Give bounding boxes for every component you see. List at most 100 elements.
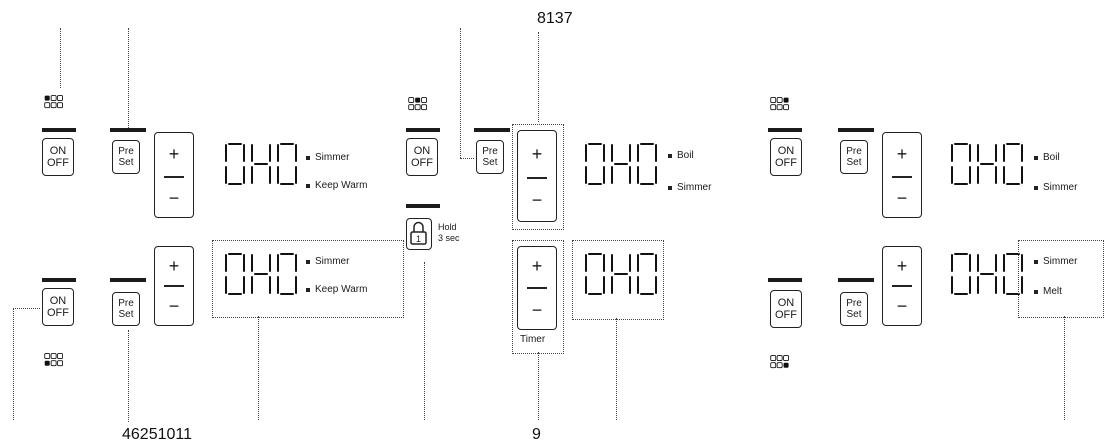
seven-segment-display-icon [585,143,657,185]
indicator-bar [42,278,76,282]
set-label: Set [118,157,134,168]
leader-line [13,308,14,420]
function-label: Boil [1034,152,1060,163]
leader-line [1064,316,1065,420]
bullet-icon [306,183,310,188]
plus-button[interactable]: + [896,144,908,164]
svg-text:1: 1 [416,234,421,244]
bullet-icon [668,153,672,158]
plus-button[interactable]: + [168,144,180,164]
indicator-bar [768,128,802,132]
plus-minus-control-left-top[interactable]: + − [154,132,194,218]
minus-button[interactable]: − [531,300,543,320]
plus-button[interactable]: + [531,256,543,276]
plus-button[interactable]: + [168,256,180,276]
off-label: OFF [775,157,797,169]
leader-line [60,28,61,88]
plus-minus-control-timer[interactable]: + − [517,246,557,330]
indicator-bar [838,128,874,132]
on-label: ON [777,145,795,157]
function-label: Melt [1034,286,1062,297]
plus-minus-control-right-top[interactable]: + − [882,132,922,218]
seconds-label: 3 sec [438,233,460,243]
off-label: OFF [775,309,797,321]
minus-button[interactable]: − [168,296,180,316]
divider [527,287,547,289]
leader-line [128,28,129,128]
bullet-icon [306,287,310,292]
zone-indicator-icon [770,97,789,111]
indicator-bar [474,128,510,132]
zone-indicator-icon [408,97,427,111]
set-label: Set [846,157,862,168]
function-label: Simmer [306,256,349,267]
highlight-frame [1018,240,1104,318]
part-code-bottom-center: 9 [532,426,541,443]
pre-label: Pre [846,146,862,157]
child-lock-button[interactable]: 1 [406,218,432,250]
function-label: Keep Warm [306,284,367,295]
function-label: Simmer [1034,182,1077,193]
off-label: OFF [411,157,433,169]
leader-line [460,158,474,159]
part-code-top: 8137 [537,10,573,27]
pre-label: Pre [482,146,498,157]
part-code-bottom-left: 46251011 [122,426,192,443]
zone-indicator-icon [44,95,63,109]
minus-button[interactable]: − [896,188,908,208]
leader-line [258,316,259,420]
divider [527,177,547,179]
indicator-bar [838,278,874,282]
set-label: Set [118,309,134,320]
seven-segment-display-icon [951,143,1023,185]
lock-icon: 1 [410,221,427,245]
function-label: Boil [668,150,694,161]
function-label: Simmer [668,182,711,193]
hold-3sec-label: Hold 3 sec [438,222,460,244]
function-label: Keep Warm [306,180,367,191]
plus-button[interactable]: + [531,144,543,164]
hold-label: Hold [438,222,457,232]
divider [164,285,184,287]
on-label: ON [49,295,67,307]
minus-button[interactable]: − [531,190,543,210]
indicator-bar [110,128,146,132]
plus-minus-control-center-top[interactable]: + − [517,130,557,222]
function-label: Simmer [306,152,349,163]
zone-indicator-icon [770,355,789,369]
bullet-icon [1034,155,1038,160]
bullet-icon [306,259,310,264]
leader-line [13,308,40,309]
minus-button[interactable]: − [896,296,908,316]
minus-button[interactable]: − [168,188,180,208]
leader-line [424,262,425,420]
on-label: ON [49,145,67,157]
indicator-bar [768,278,802,282]
seven-segment-display-icon [585,253,657,295]
divider [892,285,912,287]
divider [892,176,912,178]
plus-button[interactable]: + [896,256,908,276]
divider [164,176,184,178]
bullet-icon [306,155,310,160]
indicator-bar [42,128,76,132]
bullet-icon [1034,185,1038,190]
function-label: Simmer [1034,256,1077,267]
seven-segment-display-icon [951,253,1023,295]
indicator-bar [406,204,440,208]
plus-minus-control-right-bottom[interactable]: + − [882,246,922,326]
plus-minus-control-left-bottom[interactable]: + − [154,246,194,326]
highlight-frame [512,124,564,230]
leader-line [460,28,461,158]
highlight-frame [572,240,664,320]
